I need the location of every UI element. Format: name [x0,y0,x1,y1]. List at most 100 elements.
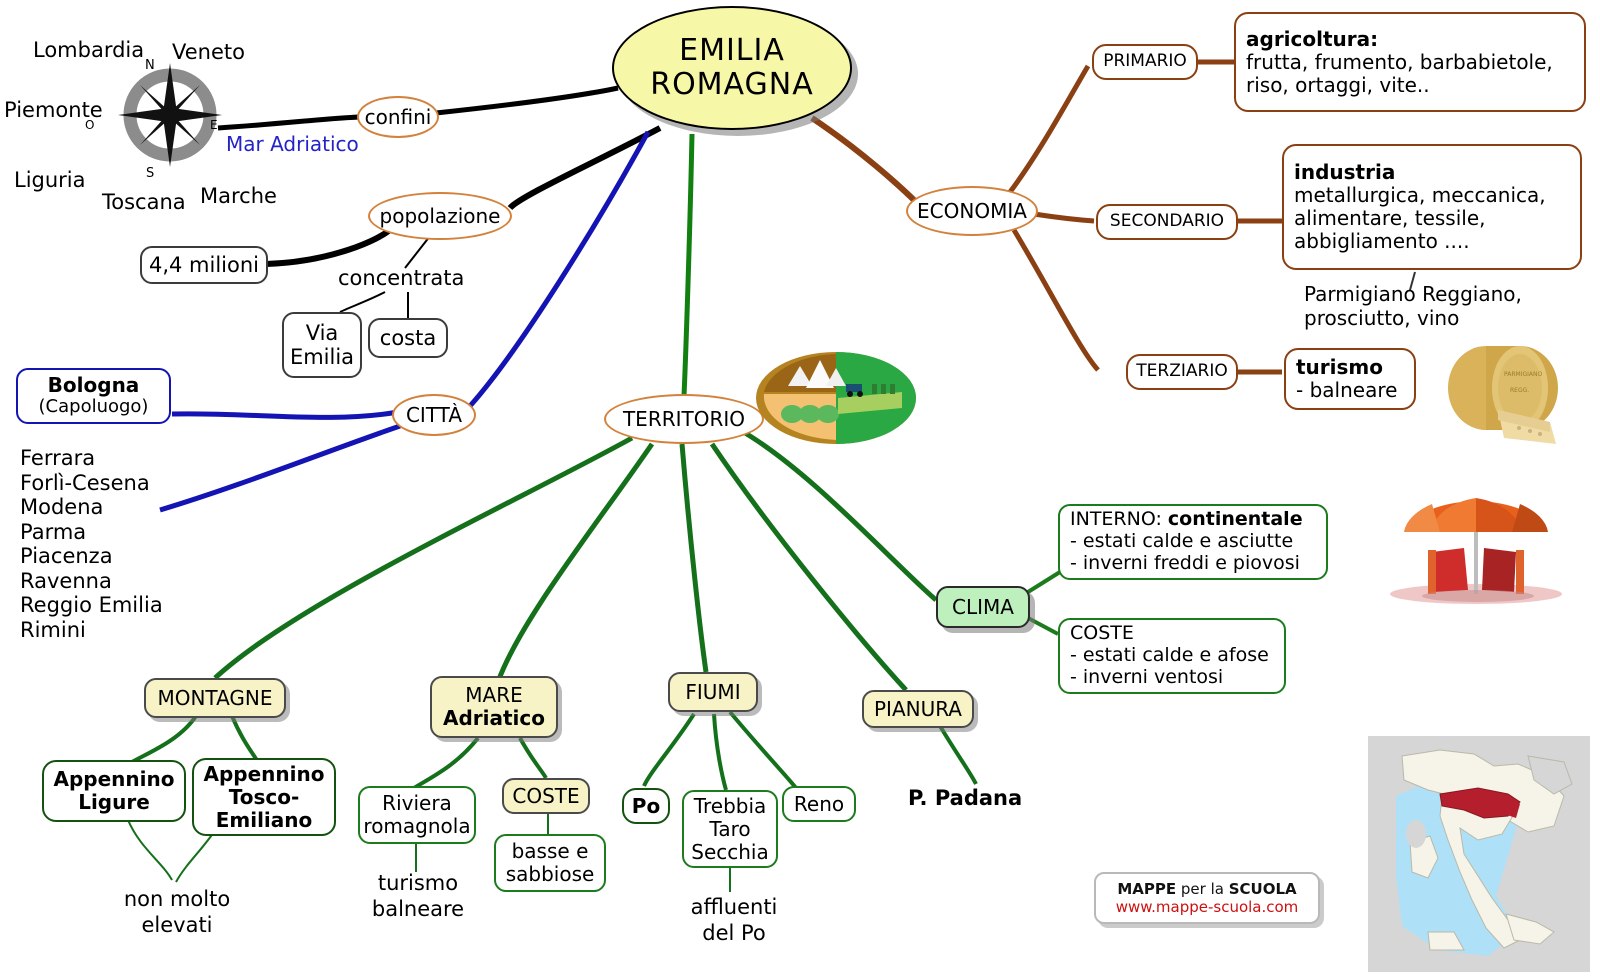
node-clima-interno[interactable]: INTERNO: continentale - estati calde e a… [1058,504,1328,580]
logo-scuola: SCUOLA [1228,880,1297,898]
svg-text:PARMIGIANO: PARMIGIANO [1504,371,1542,378]
node-via-emilia[interactable]: Via Emilia [282,312,362,378]
affluenti-del-po-line-2: del Po [702,921,766,945]
node-industria[interactable]: industria metallurgica, meccanica, alime… [1282,144,1582,270]
appennino-ligure-line-2: Ligure [78,790,150,814]
node-clima[interactable]: CLIMA [936,586,1030,628]
prodotti-line-2: prosciutto, vino [1304,306,1460,330]
svg-text:REGG.: REGG. [1510,387,1529,394]
node-appennino-ligure[interactable]: Appennino Ligure [42,760,186,822]
italy-map-icon [1368,736,1590,972]
non-molto-line-1: non molto [123,887,231,911]
node-primario[interactable]: PRIMARIO [1092,44,1198,80]
clima-interno-head-value: continentale [1167,508,1303,531]
node-secondario[interactable]: SECONDARIO [1096,204,1238,240]
label-affluenti-del-po: affluenti del Po [676,894,792,946]
node-reno[interactable]: Reno [782,786,856,822]
label-turismo-balneare: turismo balneare [358,870,478,922]
hub-confini[interactable]: confini [357,96,439,138]
agricoltura-line-1: frutta, frumento, barbabietole, [1246,49,1553,74]
bologna-subtitle: (Capoluogo) [38,396,149,418]
logo-mappe: MAPPE [1117,880,1177,898]
node-po[interactable]: Po [622,788,670,824]
turismo-line-1: - balneare [1296,378,1398,402]
hub-economia[interactable]: ECONOMIA [906,186,1038,236]
affluenti-line-3: Secchia [691,839,769,864]
affluenti-line-2: Taro [709,816,751,841]
affluenti-del-po-line-1: affluenti [690,895,778,919]
reno-label: Reno [793,791,845,816]
node-coste[interactable]: COSTE [502,778,590,814]
logo-per-la: per la [1176,880,1229,898]
compass-north-label: N [145,58,155,73]
list-item: Modena [20,495,104,519]
prodotti-line-1: Parmigiano Reggiano, [1304,282,1522,306]
clima-interno-head-prefix: INTERNO: [1070,508,1168,531]
hub-confini-label: confini [364,104,432,129]
compass-west-label: O [85,118,95,132]
hub-territorio[interactable]: TERRITORIO [604,394,764,444]
label-p-padana: P. Padana [908,786,1023,810]
node-appennino-tosco-emiliano[interactable]: Appennino Tosco- Emiliano [192,758,336,836]
label-marche: Marche [200,184,277,208]
clima-coste-line-1: - estati calde e afose [1070,644,1269,667]
node-agricoltura[interactable]: agricoltura: frutta, frumento, barbabiet… [1234,12,1586,112]
list-item: Reggio Emilia [20,593,163,617]
pianura-label: PIANURA [873,696,962,721]
clima-interno-line-2: - inverni freddi e piovosi [1070,551,1300,574]
hub-citta[interactable]: CITTÀ [392,394,476,436]
list-item: Rimini [20,617,86,642]
agricoltura-line-2: riso, ortaggi, vite.. [1246,72,1430,97]
list-item: Parma [20,519,87,544]
node-costa[interactable]: costa [368,318,448,358]
clima-label: CLIMA [952,594,1014,619]
costa-label: costa [379,325,437,350]
label-liguria: Liguria [14,168,86,192]
node-popolazione-milioni[interactable]: 4,4 milioni [140,246,268,284]
node-montagne[interactable]: MONTAGNE [144,678,286,718]
node-bologna-capoluogo[interactable]: Bologna (Capoluogo) [16,368,171,424]
secondario-label: SECONDARIO [1109,211,1225,232]
hub-economia-label: ECONOMIA [917,198,1027,223]
via-emilia-line-2: Emilia [289,345,355,369]
hub-popolazione[interactable]: popolazione [368,192,512,240]
affluenti-line-1: Trebbia [693,793,767,818]
clima-coste-head: COSTE [1070,622,1134,645]
list-item: Piacenza [20,544,113,568]
site-logo[interactable]: MAPPE per la SCUOLA www.mappe-scuola.com [1094,872,1320,924]
industria-line-3: abbigliamento .... [1294,229,1470,253]
landscape-relief-icon [756,352,916,444]
node-mare[interactable]: MARE Adriatico [430,676,558,738]
industria-title: industria [1294,160,1396,184]
logo-line-1: MAPPE per la SCUOLA [1108,880,1306,898]
appennino-tosco-line-2: Tosco- [228,784,300,809]
node-fiumi[interactable]: FIUMI [668,672,758,712]
coste-label: COSTE [512,783,580,808]
node-affluenti[interactable]: Trebbia Taro Secchia [682,790,778,868]
industria-line-1: metallurgica, meccanica, [1294,183,1546,207]
node-turismo[interactable]: turismo - balneare [1284,348,1416,410]
clima-interno-line-1: - estati calde e asciutte [1070,530,1294,553]
node-terziario[interactable]: TERZIARIO [1126,354,1238,390]
node-pianura[interactable]: PIANURA [862,690,974,728]
clima-interno-head: INTERNO: continentale [1070,508,1303,531]
node-basse-sabbiose[interactable]: basse e sabbiose [494,834,606,892]
basse-line-2: sabbiose [505,862,595,886]
mare-line-1: MARE [465,683,523,707]
central-node-emilia-romagna[interactable]: EMILIA ROMAGNA [612,6,852,130]
label-non-molto-elevati: non molto elevati [112,886,242,938]
node-riviera-romagnola[interactable]: Riviera romagnola [358,786,476,844]
mare-line-2: Adriatico [442,706,546,730]
central-line-1: EMILIA [679,32,785,68]
compass-east-label: E [210,118,218,132]
riviera-line-1: Riviera [382,791,452,815]
node-clima-coste[interactable]: COSTE - estati calde e afose - inverni v… [1058,618,1286,694]
turismo-balneare-line-2: balneare [371,897,465,921]
popolazione-milioni-label: 4,4 milioni [148,252,260,277]
hub-popolazione-label: popolazione [379,203,501,228]
compass-south-label: S [146,166,155,181]
terziario-label: TERZIARIO [1136,361,1228,382]
label-prodotti-tipici: Parmigiano Reggiano, prosciutto, vino [1304,282,1522,330]
label-veneto: Veneto [172,40,245,64]
